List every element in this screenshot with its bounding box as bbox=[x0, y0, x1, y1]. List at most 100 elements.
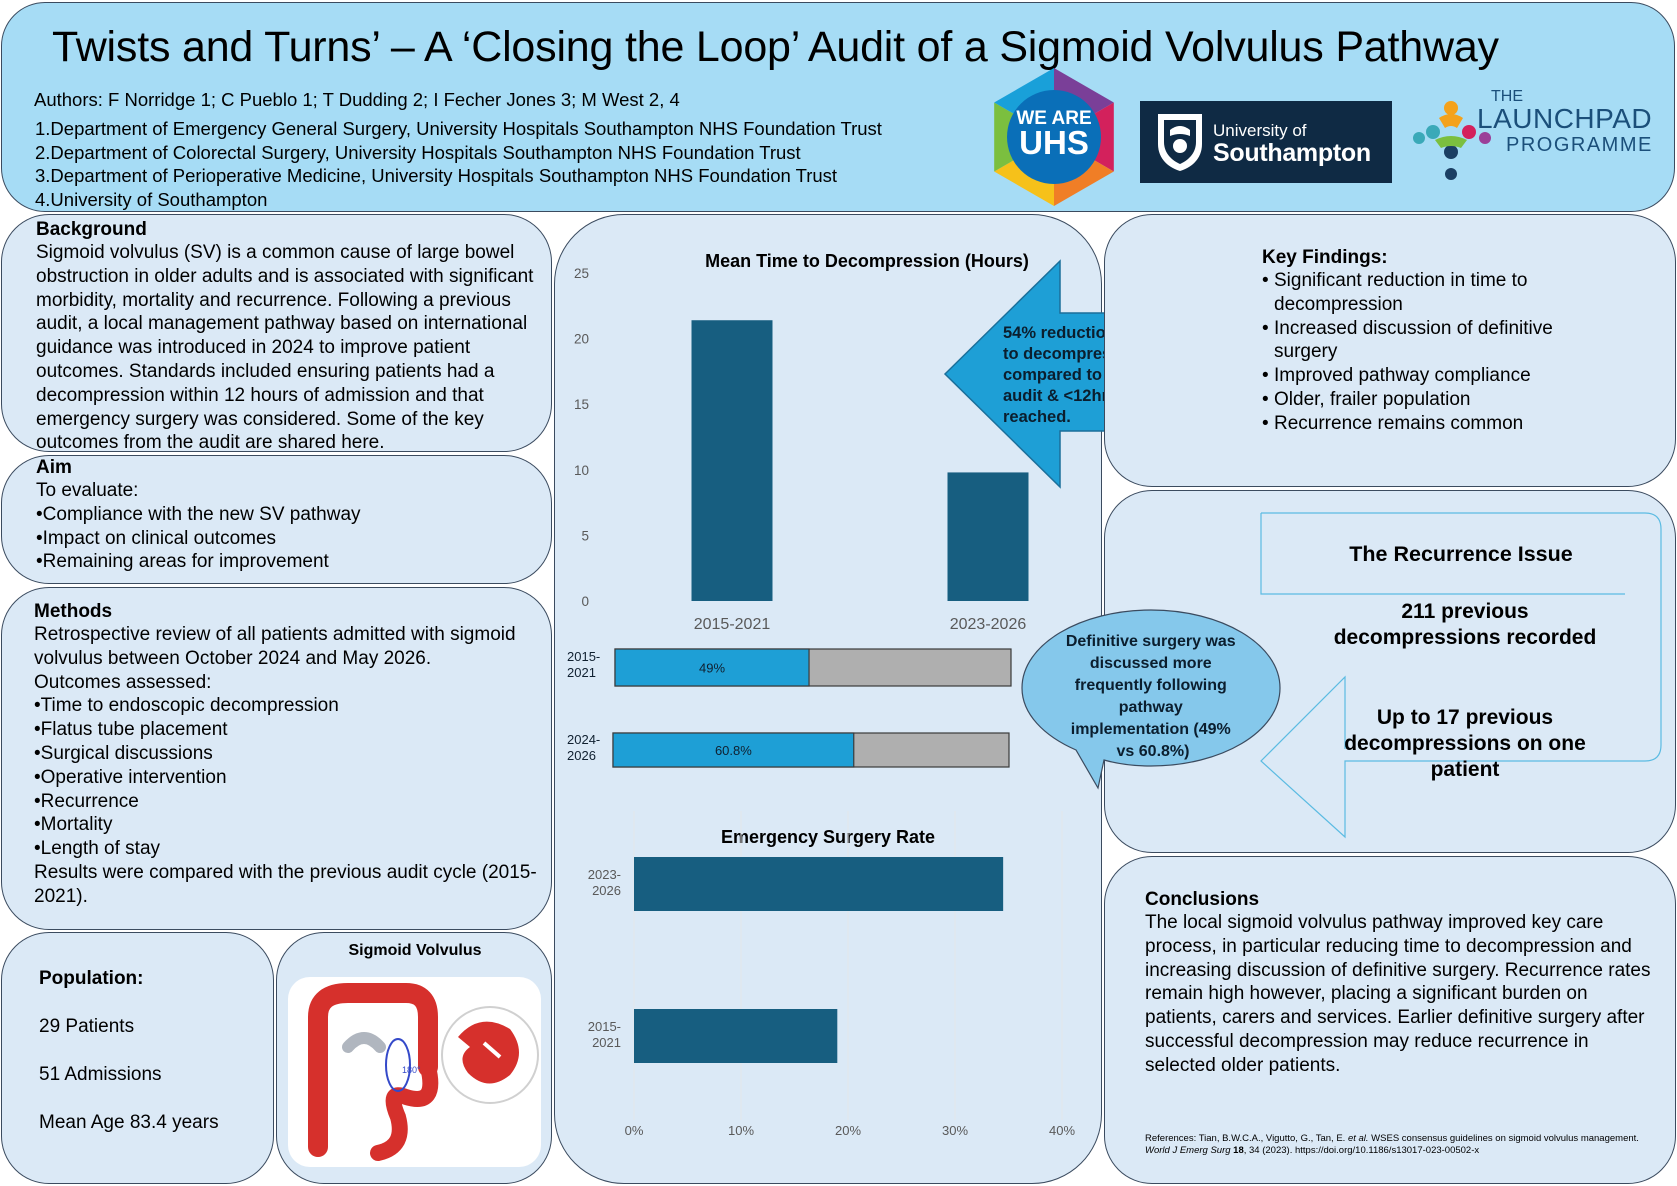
methods-closing: Results were compared with the previous … bbox=[34, 861, 537, 907]
recurrence-stat-max: Up to 17 previous decompressions on one … bbox=[1344, 706, 1586, 781]
chart3-bar bbox=[634, 857, 1004, 911]
definitive-line-4: pathway bbox=[1119, 699, 1183, 716]
definitive-line-3: frequently following bbox=[1075, 677, 1227, 694]
university-of-southampton-logo: University of Southampton bbox=[1140, 101, 1392, 183]
recurrence-title: The Recurrence Issue bbox=[1349, 542, 1573, 566]
uhs-logo: WE ARE UHS bbox=[994, 68, 1114, 206]
aim-item: •Compliance with the new SV pathway bbox=[36, 503, 361, 525]
chart3-category-label: 2026 bbox=[592, 883, 621, 898]
definitive-line-5: implementation (49% bbox=[1071, 721, 1231, 738]
chart3-x-tick: 10% bbox=[728, 1123, 754, 1138]
key-finding-item: Significant reduction in time to decompr… bbox=[1262, 269, 1592, 317]
affiliation-3: 3.Department of Perioperative Medicine, … bbox=[35, 165, 838, 187]
uos-big-text: Southampton bbox=[1213, 139, 1371, 167]
population-panel: Population: 29 Patients 51 Admissions Me… bbox=[1, 932, 274, 1184]
svg-text:Definitive surgery was dis: Definitive surgery was discussed more fr… bbox=[1066, 633, 1240, 760]
methods-text: Retrospective review of all patients adm… bbox=[34, 624, 516, 669]
chart2-category-label: 2024- bbox=[567, 732, 600, 747]
chart2-bar bbox=[612, 732, 855, 768]
header-banner: Twists and Turns’ – A ‘Closing the Loop’… bbox=[1, 2, 1675, 212]
rotation-angle-label: 180° bbox=[402, 1065, 421, 1075]
methods-item: •Surgical discussions bbox=[34, 742, 213, 764]
methods-item: •Mortality bbox=[34, 814, 113, 836]
background-text: Sigmoid volvulus (SV) is a common cause … bbox=[36, 242, 534, 452]
reference-etal: et al. bbox=[1347, 1133, 1369, 1144]
launchpad-the: THE bbox=[1491, 88, 1523, 105]
authors-line: Authors: F Norridge 1; C Pueblo 1; T Dud… bbox=[34, 89, 680, 110]
recurrence-stat-previous: 211 previous decompressions recorded bbox=[1333, 600, 1597, 649]
affiliation-4: 4.University of Southampton bbox=[35, 188, 268, 210]
chart3-category-label: 2015- bbox=[588, 1019, 621, 1034]
background-panel: Background Sigmoid volvulus (SV) is a co… bbox=[1, 214, 552, 452]
population-age: Mean Age 83.4 years bbox=[39, 1112, 219, 1133]
chart3-x-tick: 0% bbox=[625, 1123, 644, 1138]
chart3-x-tick: 20% bbox=[835, 1123, 861, 1138]
affiliation-2: 2.Department of Colorectal Surgery, Univ… bbox=[35, 141, 801, 163]
conclusions-text: The local sigmoid volvulus pathway impro… bbox=[1145, 912, 1651, 1076]
methods-item: •Length of stay bbox=[34, 838, 161, 860]
key-finding-item: Increased discussion of definitive surge… bbox=[1262, 317, 1592, 365]
speech-bubble-icon bbox=[1021, 609, 1281, 790]
launchpad-sub: PROGRAMME bbox=[1506, 134, 1653, 156]
methods-title: Methods bbox=[34, 601, 113, 622]
reference-journal: World J Emerg Surg bbox=[1145, 1145, 1231, 1156]
conclusions-panel: Conclusions The local sigmoid volvulus p… bbox=[1104, 856, 1676, 1184]
chart1-y-tick: 5 bbox=[581, 528, 589, 543]
uos-small-text: University of bbox=[1213, 121, 1307, 140]
definitive-line-6: vs 60.8%) bbox=[1117, 743, 1190, 760]
chart2-category-label: 2015- bbox=[567, 649, 600, 664]
population-admissions: 51 Admissions bbox=[39, 1064, 162, 1085]
population-title: Population: bbox=[39, 968, 144, 989]
methods-outcomes-label: Outcomes assessed: bbox=[34, 671, 212, 693]
chart1-x-label: 2015-2021 bbox=[694, 616, 771, 633]
chart1-y-tick: 25 bbox=[574, 266, 589, 281]
chart3-x-tick: 30% bbox=[942, 1123, 968, 1138]
chart1-y-tick: 0 bbox=[581, 594, 589, 609]
reference: References: Tian, B.W.C.A., Vigutto, G.,… bbox=[1145, 1133, 1655, 1157]
definitive-surgery-callout: Definitive surgery was discussed more fr… bbox=[1021, 609, 1281, 790]
methods-item: •Flatus tube placement bbox=[34, 719, 228, 741]
chart2-category-label: 2026 bbox=[567, 748, 596, 763]
chart2-value-label: 49% bbox=[699, 661, 725, 676]
key-finding-item: Older, frailer population bbox=[1262, 388, 1662, 412]
u-turn-arrow-icon bbox=[1260, 512, 1662, 839]
reference-part: References: Tian, B.W.C.A., Vigutto, G.,… bbox=[1145, 1133, 1348, 1144]
population-patients: 29 Patients bbox=[39, 1016, 135, 1037]
chart1-y-tick: 20 bbox=[574, 332, 589, 347]
uhs-line1: WE ARE bbox=[1016, 108, 1091, 129]
definitive-line-1: Definitive surgery was bbox=[1066, 633, 1236, 650]
chart1-bar bbox=[947, 472, 1029, 601]
methods-item: •Operative intervention bbox=[34, 766, 227, 788]
methods-panel: Methods Retrospective review of all pati… bbox=[1, 587, 552, 930]
chart1-bar bbox=[691, 320, 773, 601]
chart1-x-label: 2023-2026 bbox=[950, 616, 1027, 633]
reduction-line-5: reached. bbox=[1003, 408, 1071, 426]
aim-item: •Impact on clinical outcomes bbox=[36, 527, 277, 549]
reference-volume: 18 bbox=[1230, 1145, 1244, 1156]
launchpad-main: LAUNCHPAD bbox=[1477, 103, 1653, 134]
affiliations: 1.Department of Emergency General Surger… bbox=[35, 117, 882, 211]
background-title: Background bbox=[36, 219, 147, 240]
chart2-bar bbox=[614, 648, 810, 687]
key-finding-item: Improved pathway compliance bbox=[1262, 364, 1662, 388]
methods-item: •Time to endoscopic decompression bbox=[34, 695, 339, 717]
chart2-category-label: 2021 bbox=[567, 665, 596, 680]
key-findings-panel: Key Findings: Significant reduction in t… bbox=[1104, 214, 1676, 487]
aim-panel: Aim To evaluate: •Compliance with the ne… bbox=[1, 455, 552, 584]
aim-title: Aim bbox=[36, 457, 72, 478]
chart1-y-tick: 10 bbox=[574, 463, 589, 478]
affiliation-1: 1.Department of Emergency General Surger… bbox=[35, 118, 882, 139]
definitive-line-2: discussed more bbox=[1090, 655, 1212, 672]
chart1-title: Mean Time to Decompression (Hours) bbox=[705, 251, 1029, 271]
aim-intro: To evaluate: bbox=[36, 480, 139, 501]
key-findings-title: Key Findings: bbox=[1262, 247, 1388, 268]
sigmoid-volvulus-panel: Sigmoid Volvulus 180° bbox=[276, 932, 552, 1184]
aim-item: •Remaining areas for improvement bbox=[36, 551, 329, 573]
sigmoid-volvulus-title: Sigmoid Volvulus bbox=[348, 942, 482, 959]
chart3-x-tick: 40% bbox=[1049, 1123, 1075, 1138]
chart3-bar bbox=[634, 1009, 838, 1063]
uhs-line2: UHS bbox=[1019, 124, 1089, 161]
chart3-title: Emergency Surgery Rate bbox=[721, 827, 935, 847]
chart3-category-label: 2023- bbox=[588, 867, 621, 882]
launchpad-logo-icon bbox=[1413, 101, 1491, 180]
